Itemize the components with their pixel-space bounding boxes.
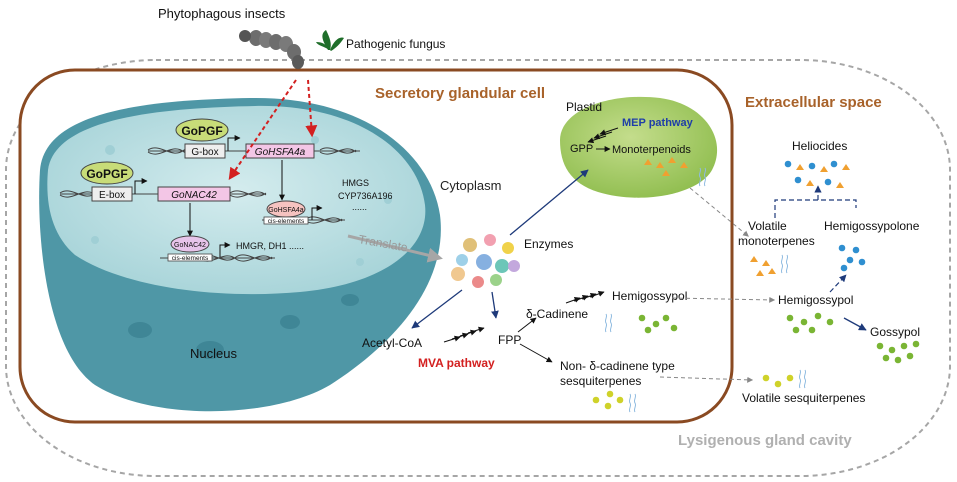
gopgf-label-lower: GoPGF [86, 167, 127, 181]
heliocides-label: Heliocides [792, 139, 847, 153]
volatile-sesqui-wave-icon [798, 369, 807, 389]
hsf-target-arrow [311, 205, 323, 220]
gopgf-protein-lower [80, 161, 134, 185]
gpp-label: GPP [570, 143, 593, 155]
cis-elements-lower [167, 253, 213, 262]
enzymes-to-fpp-arrow [491, 291, 499, 319]
hemigossypol-external-dots [786, 312, 834, 334]
target-hsf-ellipsis: ...... [352, 202, 367, 212]
gopgf-protein-upper [175, 118, 229, 142]
target-hmgr-dh1: HMGR, DH1 ...... [236, 241, 304, 251]
cis-elements-upper [263, 216, 309, 225]
cadinene-wave-icon [604, 313, 613, 333]
cavity-title: Lysigenous gland cavity [678, 432, 852, 449]
target-cyp736a196: CYP736A196 [338, 191, 393, 201]
gbox-label: G-box [191, 147, 218, 158]
gohsfa4a-gene-label: GoHSFA4a [255, 147, 306, 158]
enzymes-label: Enzymes [524, 237, 573, 251]
gossypol-label: Gossypol [870, 325, 920, 339]
insects-label: Phytophagous insects [158, 6, 286, 21]
fpp-to-noncadinene-arrow [519, 343, 553, 363]
hemigossypol-export-arrow [671, 296, 776, 303]
monoterpene-export-arrow [689, 187, 749, 237]
ebox-label: E-box [99, 190, 125, 201]
monoterpenoids-label: Monoterpenoids [612, 144, 691, 156]
to-hemigossypolone-arrow [829, 274, 847, 293]
to-gossypol-arrow [843, 317, 867, 331]
hemigossypolone-label: Hemigossypolone [824, 219, 920, 233]
cadinene-label: δ-Cadinene [526, 307, 588, 321]
fpp-label: FPP [498, 333, 521, 347]
gohsfa4a-gene-box [245, 143, 315, 159]
ebox [91, 186, 133, 202]
mva-pathway-label: MVA pathway [418, 356, 495, 370]
cell-title: Secretory glandular cell [375, 85, 545, 102]
plastid-label: Plastid [566, 100, 602, 114]
cadinene-multi-arrows [565, 290, 605, 304]
hemigossypolone-dots [838, 244, 866, 272]
sesqui-export-arrow [659, 376, 754, 383]
gonac42-protein [170, 235, 210, 253]
enzymes-to-acetylcoa-arrow [411, 289, 463, 329]
signal-arrow-nac42 [228, 79, 297, 180]
translate-arrow [347, 234, 443, 263]
caterpillar-icon [239, 30, 304, 69]
volatile-mono-wave-icon [780, 254, 789, 274]
nucleus-shape [39, 97, 441, 412]
hemigossypol-internal-dots [638, 314, 678, 334]
mva-multi-arrows [443, 326, 485, 343]
volatile-mono-label-1: Volatile [748, 219, 787, 233]
nucleus-label: Nucleus [190, 346, 237, 361]
mep-pathway-label: MEP pathway [622, 117, 694, 129]
noncadinene-label-1: Non- δ-cadinene type [560, 359, 675, 373]
ebox-promoter-arrow [134, 178, 148, 194]
hemigossypol-internal-label: Hemigossypol [612, 289, 687, 303]
gbox [184, 143, 226, 159]
target-hmgs: HMGS [342, 178, 369, 188]
gopgf-label-upper: GoPGF [181, 124, 222, 138]
volatile-monoterpene-dots [750, 256, 776, 276]
noncadinene-dots [592, 390, 624, 410]
noncadinene-wave-icon [628, 393, 637, 413]
gohsfa4a-protein-label: GoHSFA4a [268, 207, 304, 214]
heliocide-link [774, 199, 857, 218]
enzymes-to-plastid-arrow [509, 169, 589, 236]
gonac42-gene-label: GoNAC42 [171, 190, 217, 201]
cis-elements-lower-label: cis-elements [172, 255, 209, 262]
gonac42-protein-label: GoNAC42 [174, 242, 206, 249]
heliocides-dots [784, 160, 850, 188]
gbox-promoter-arrow [227, 135, 241, 151]
fpp-to-cadinene-arrow [517, 317, 537, 333]
volatile-mono-label-2: monoterpenes [738, 234, 815, 248]
hemigossypol-external-label: Hemigossypol [778, 293, 853, 307]
volatile-wave-icon-plastid [698, 167, 707, 187]
gonac42-gene-box [157, 186, 231, 202]
cis-elements-upper-label: cis-elements [268, 218, 305, 225]
volatile-sesqui-dots [762, 374, 794, 388]
nac-target-arrow [219, 242, 231, 257]
fungus-label: Pathogenic fungus [346, 37, 445, 51]
volatile-sesqui-label: Volatile sesquiterpenes [742, 391, 865, 405]
mep-multi-arrows [587, 127, 619, 144]
extracellular-title: Extracellular space [745, 94, 882, 111]
cytoplasm-label: Cytoplasm [440, 178, 501, 193]
enzyme-cluster [451, 234, 520, 288]
gossypol-dots [876, 340, 920, 364]
plastid-shape [560, 96, 718, 198]
acetyl-coa-label: Acetyl-CoA [362, 336, 422, 350]
signal-arrow-hsfa4a [305, 79, 318, 138]
gland-cavity-outline [5, 59, 951, 477]
monoterpenoid-dots [644, 157, 688, 176]
fungus-icon [316, 30, 344, 51]
noncadinene-label-2: sesquiterpenes [560, 374, 641, 388]
